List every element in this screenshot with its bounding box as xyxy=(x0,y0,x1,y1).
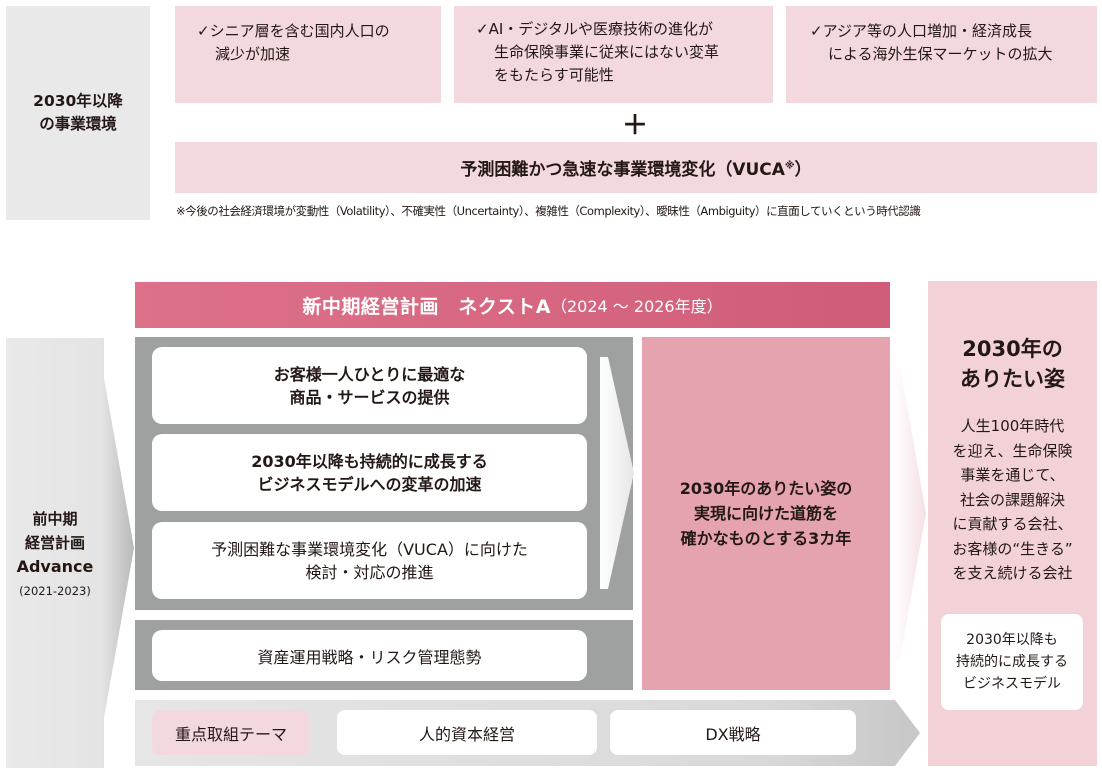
dx-strategy-card: DX戦略 xyxy=(610,710,856,755)
vision-title: 2030年の ありたい姿 xyxy=(960,337,1065,391)
focus-theme-label: 重点取組テーマ xyxy=(152,710,310,755)
themes-to-middle-arrow xyxy=(600,357,634,589)
vuca-note-mark: ※ xyxy=(784,160,795,172)
environment-point-3: ✓アジア等の人口増加・経済成長 による海外生保マーケットの拡大 xyxy=(786,6,1097,103)
human-capital-card: 人的資本経営 xyxy=(337,710,597,755)
previous-plan-label: 前中期 経営計画 Advance (2021-2023) xyxy=(6,480,104,630)
theme-card-1: お客様一人ひとりに最適な 商品・サービスの提供 xyxy=(152,347,587,424)
themes-divider xyxy=(135,610,633,620)
vuca-text: 予測困難かつ急速な事業環境変化（VUCA xyxy=(460,160,785,180)
environment-label: 2030年以降 の事業環境 xyxy=(33,92,123,133)
plan-title: 新中期経営計画 ネクストA xyxy=(302,295,551,318)
vision-business-model-card: 2030年以降も 持続的に成長する ビジネスモデル xyxy=(941,614,1083,710)
previous-plan-arrow-shape xyxy=(6,338,134,768)
theme-card-3: 予測困難な事業環境変化（VUCA）に向けた 検討・対応の推進 xyxy=(152,522,587,599)
themes-divider-edge xyxy=(603,620,633,690)
environment-point-2: ✓AI・デジタルや医療技術の進化が 生命保険事業に従来にはない変革 をもたらす可… xyxy=(454,6,773,103)
plus-sign: ＋ xyxy=(621,110,648,141)
previous-plan-period: (2021-2023) xyxy=(19,584,91,598)
vision-description: 人生100年時代 を迎え、生命保険 事業を通じて、 社会の課題解決 に貢献する会… xyxy=(952,417,1073,583)
asset-management-card: 資産運用戦略・リスク管理態勢 xyxy=(152,630,587,681)
vuca-footnote: ※今後の社会経済環境が変動性（Volatility）、不確実性（Uncertai… xyxy=(176,204,921,218)
middle-three-years-box: 2030年のありたい姿の 実現に向けた道筋を 確かなものとする3カ年 xyxy=(642,337,890,690)
middle-to-vision-arrow xyxy=(894,367,926,659)
vuca-close: ） xyxy=(794,160,812,180)
plan-period: （2024 ～ 2026年度） xyxy=(551,297,723,316)
vuca-banner: 予測困難かつ急速な事業環境変化（VUCA※） xyxy=(175,142,1097,193)
plan-title-band: 新中期経営計画 ネクストA （2024 ～ 2026年度） xyxy=(135,282,890,328)
environment-label-box: 2030年以降 の事業環境 xyxy=(6,6,150,220)
environment-point-1: ✓シニア層を含む国内人口の 減少が加速 xyxy=(175,6,441,103)
theme-card-2: 2030年以降も持続的に成長する ビジネスモデルへの変革の加速 xyxy=(152,434,587,511)
